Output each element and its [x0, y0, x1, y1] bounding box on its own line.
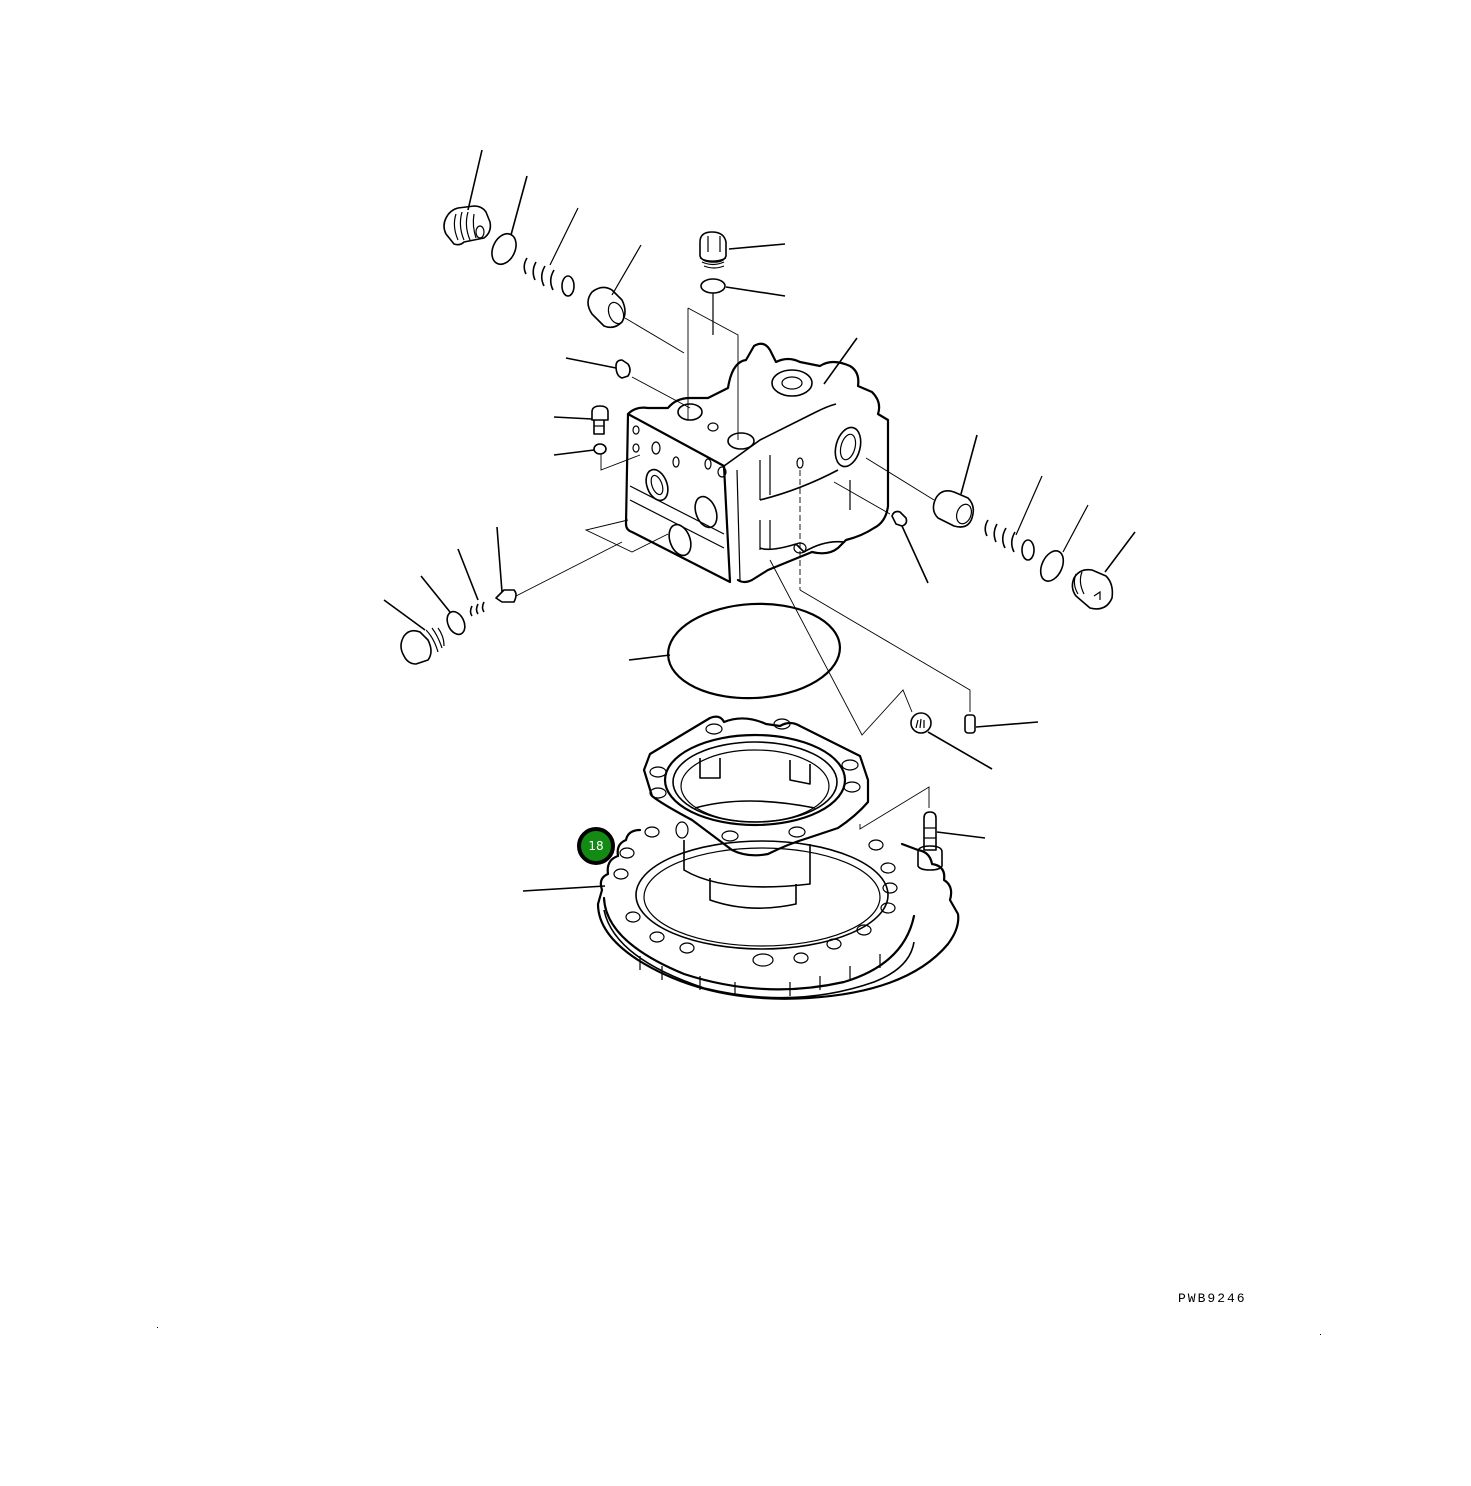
o-ring-upper-left[interactable]: [487, 175, 528, 268]
poppet-left-lower[interactable]: [495, 526, 623, 603]
leader-line: [769, 559, 913, 736]
o-ring-left-lower[interactable]: [420, 575, 468, 637]
plug-right[interactable]: [1071, 531, 1136, 610]
o-ring-right[interactable]: [1036, 504, 1089, 585]
leader-line: [584, 519, 669, 553]
registration-mark-right: [1320, 1334, 1321, 1335]
leader-line: [687, 307, 739, 440]
piston-right[interactable]: [865, 434, 978, 528]
spring-upper-left[interactable]: [523, 207, 579, 297]
o-ring-top[interactable]: [700, 278, 786, 335]
valve-body-housing[interactable]: [624, 337, 890, 590]
motor-flange-housing[interactable]: [642, 715, 870, 909]
spring-left-lower[interactable]: [457, 548, 485, 617]
leader-line: [799, 589, 971, 712]
check-valve-small[interactable]: [833, 481, 929, 584]
registration-mark-left: [157, 1327, 158, 1328]
pin-dowel[interactable]: [964, 714, 1039, 734]
ring-gear-housing[interactable]: [522, 826, 960, 1000]
filter-plug[interactable]: [910, 712, 993, 770]
piston-upper-left[interactable]: [587, 244, 685, 354]
socket-head-bolt[interactable]: [859, 786, 986, 871]
callout-badge-18[interactable]: 18: [577, 827, 615, 865]
plug-small-upper[interactable]: [565, 357, 691, 409]
plug-top[interactable]: [699, 231, 786, 269]
o-ring-large[interactable]: [628, 600, 842, 703]
plug-left-lower[interactable]: [383, 599, 445, 665]
spring-right[interactable]: [984, 475, 1043, 561]
bolt-small[interactable]: [553, 405, 609, 435]
drawing-code-label: PWB9246: [1178, 1291, 1247, 1306]
plug-upper-left[interactable]: [443, 149, 492, 246]
